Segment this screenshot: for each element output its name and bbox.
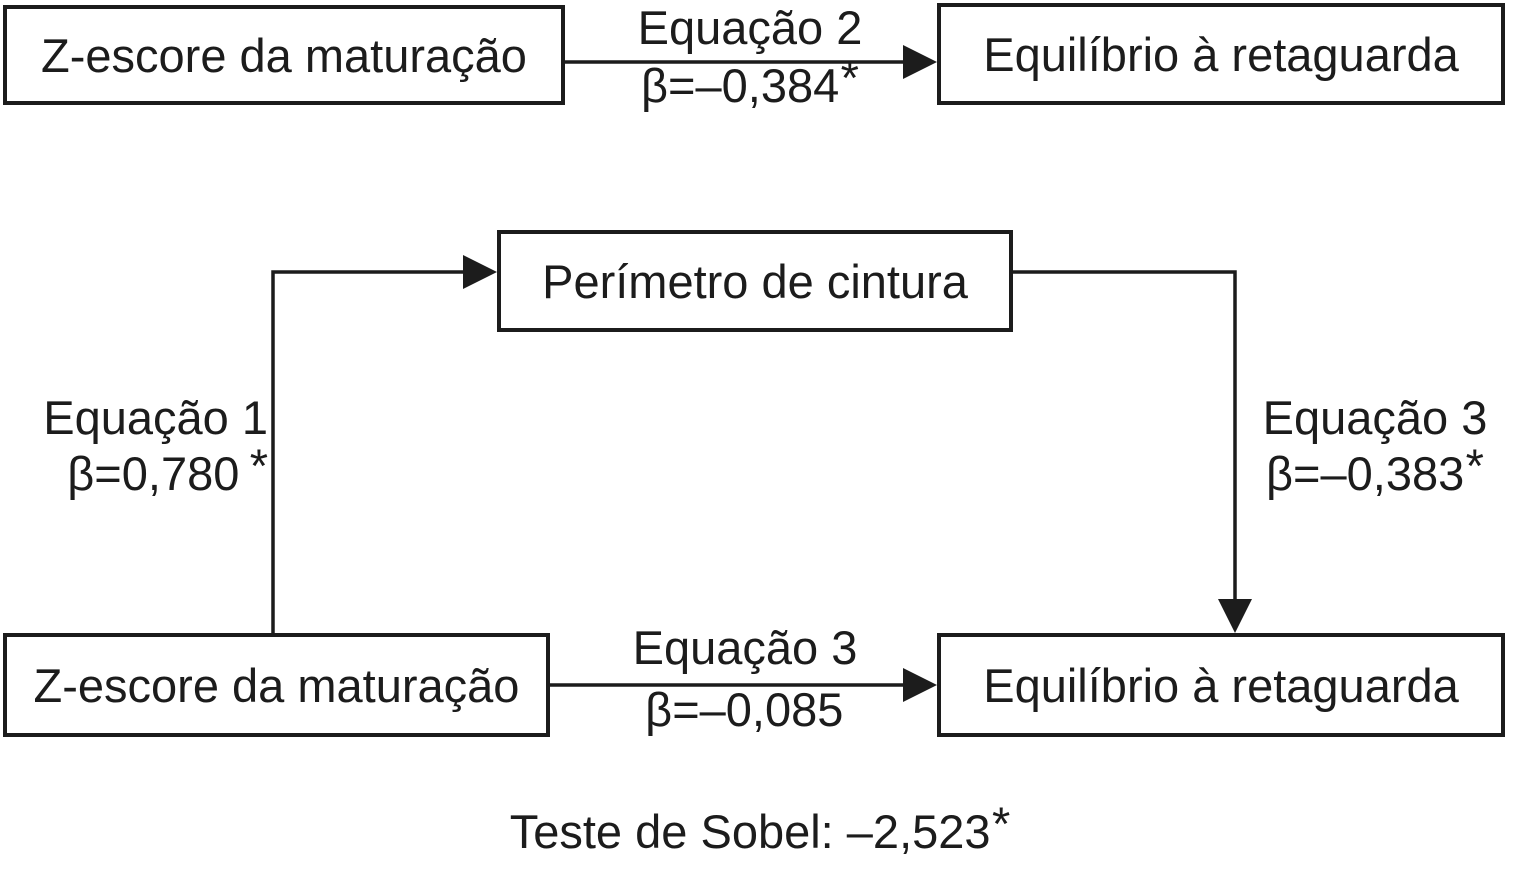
equation2-arrowhead-right-icon <box>903 45 937 79</box>
equation3-mediator-label: Equação 3 <box>1262 391 1488 444</box>
equation3-mediator-beta-value: β=–0,383 <box>1266 447 1465 500</box>
equation2-beta: β=–0,384* <box>575 51 925 112</box>
box-top-predictor-label: Z-escore da maturação <box>41 28 527 82</box>
equation1-beta-value: β=0,780 <box>67 447 240 500</box>
equation3-mediator-line <box>1013 270 1237 602</box>
equation3-arrowhead-down-icon <box>1218 599 1252 633</box>
box-mediator: Perímetro de cintura <box>497 230 1013 332</box>
equation2-label: Equação 2 <box>637 1 863 54</box>
equation1-line <box>271 270 466 633</box>
sobel-significance-asterisk: * <box>991 796 1011 850</box>
sobel-test-label: Teste de Sobel: –2,523* <box>400 797 1120 858</box>
equation2-significance-asterisk: * <box>840 50 859 104</box>
box-top-outcome-label: Equilíbrio à retaguarda <box>983 27 1459 81</box>
box-mediator-label: Perímetro de cintura <box>542 254 968 308</box>
equation3-mediator-beta: β=–0,383* <box>1250 439 1500 500</box>
equation3-direct-beta: β=–0,085 <box>570 684 920 736</box>
equation3-direct-label: Equação 3 <box>632 621 858 674</box>
box-bottom-predictor: Z-escore da maturação <box>3 633 550 737</box>
equation3-mediator-significance-asterisk: * <box>1465 438 1484 492</box>
equation3-direct-beta-value: β=–0,085 <box>645 683 844 736</box>
equation1-label: Equação 1 <box>43 391 268 444</box>
equation1-beta: β=0,780* <box>8 439 268 500</box>
equation3-direct-arrowhead-right-icon <box>903 668 937 702</box>
box-bottom-predictor-label: Z-escore da maturação <box>33 658 520 712</box>
equation1-arrowhead-right-icon <box>463 255 497 289</box>
equation2-beta-value: β=–0,384 <box>641 59 840 112</box>
box-top-predictor: Z-escore da maturação <box>3 5 565 105</box>
box-top-outcome: Equilíbrio à retaguarda <box>937 3 1505 105</box>
equation1-significance-asterisk: * <box>249 438 268 492</box>
box-bottom-outcome: Equilíbrio à retaguarda <box>937 633 1505 737</box>
sobel-test-text: Teste de Sobel: –2,523 <box>509 805 991 858</box>
box-bottom-outcome-label: Equilíbrio à retaguarda <box>983 658 1459 712</box>
